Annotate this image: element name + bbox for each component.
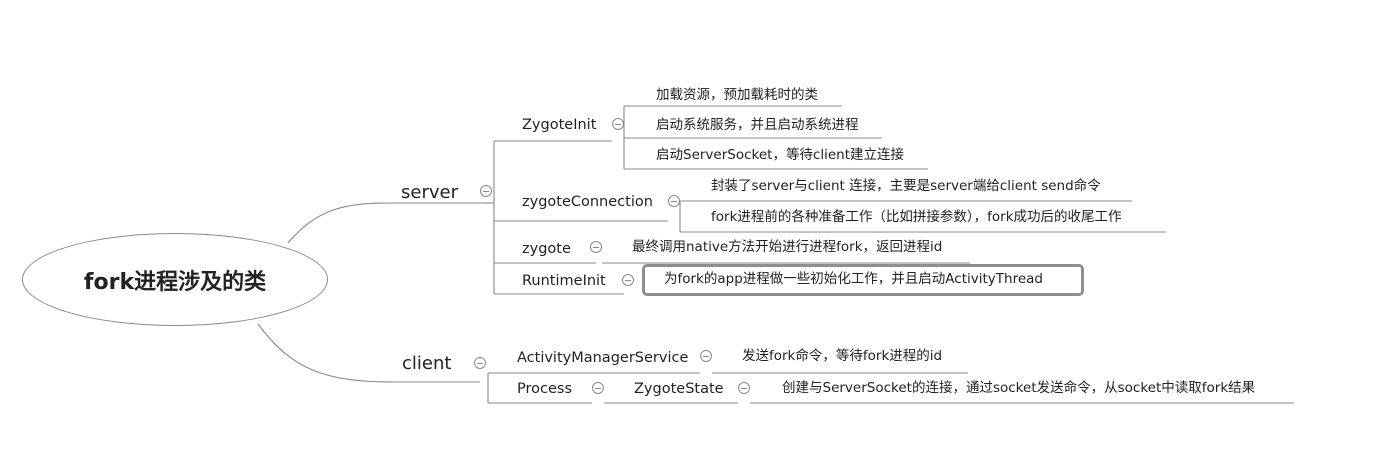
server-node[interactable]: server [401,182,458,203]
process-collapse-icon[interactable] [592,382,604,394]
zygote-state-collapse-icon[interactable] [738,382,750,394]
zygote-connection-note-2[interactable]: fork进程前的各种准备工作（比如拼接参数），fork成功后的收尾工作 [711,209,1122,225]
runtime-init-note[interactable]: 为fork的app进程做一些初始化工作，并且启动ActivityThread [664,271,1043,287]
zygote-state-note[interactable]: 创建与ServerSocket的连接，通过socket发送命令，从socket中… [782,380,1256,396]
zygote-init-note-3[interactable]: 启动ServerSocket，等待client建立连接 [656,147,905,163]
ams-node[interactable]: ActivityManagerService [517,350,689,366]
zygote-init-collapse-icon[interactable] [612,118,624,130]
zygote-connection-note-1[interactable]: 封装了server与client 连接，主要是server端给client se… [711,178,1101,194]
server-collapse-icon[interactable] [480,185,492,197]
zygote-node[interactable]: zygote [522,241,571,257]
zygote-collapse-icon[interactable] [590,241,602,253]
selected-topic-highlight [642,264,1084,296]
process-node[interactable]: Process [517,381,573,397]
client-node[interactable]: client [402,353,452,374]
root-title: fork进程涉及的类 [83,269,267,295]
zygote-init-note-2[interactable]: 启动系统服务，并且启动系统进程 [656,117,859,133]
zygote-connection-collapse-icon[interactable] [668,195,680,207]
runtime-init-node[interactable]: RuntimeInit [522,273,606,289]
client-collapse-icon[interactable] [474,357,486,369]
zygote-connection-node[interactable]: zygoteConnection [522,194,653,210]
zygote-note[interactable]: 最终调用native方法开始进行进程fork，返回进程id [632,239,943,255]
root-topic[interactable]: fork进程涉及的类 [22,233,328,326]
zygote-init-note-1[interactable]: 加载资源，预加载耗时的类 [656,87,818,103]
ams-note[interactable]: 发送fork命令，等待fork进程的id [742,348,943,364]
ams-collapse-icon[interactable] [700,350,712,362]
zygote-state-node[interactable]: ZygoteState [634,381,724,397]
zygote-init-node[interactable]: ZygoteInit [522,117,597,133]
runtime-init-collapse-icon[interactable] [622,274,634,286]
